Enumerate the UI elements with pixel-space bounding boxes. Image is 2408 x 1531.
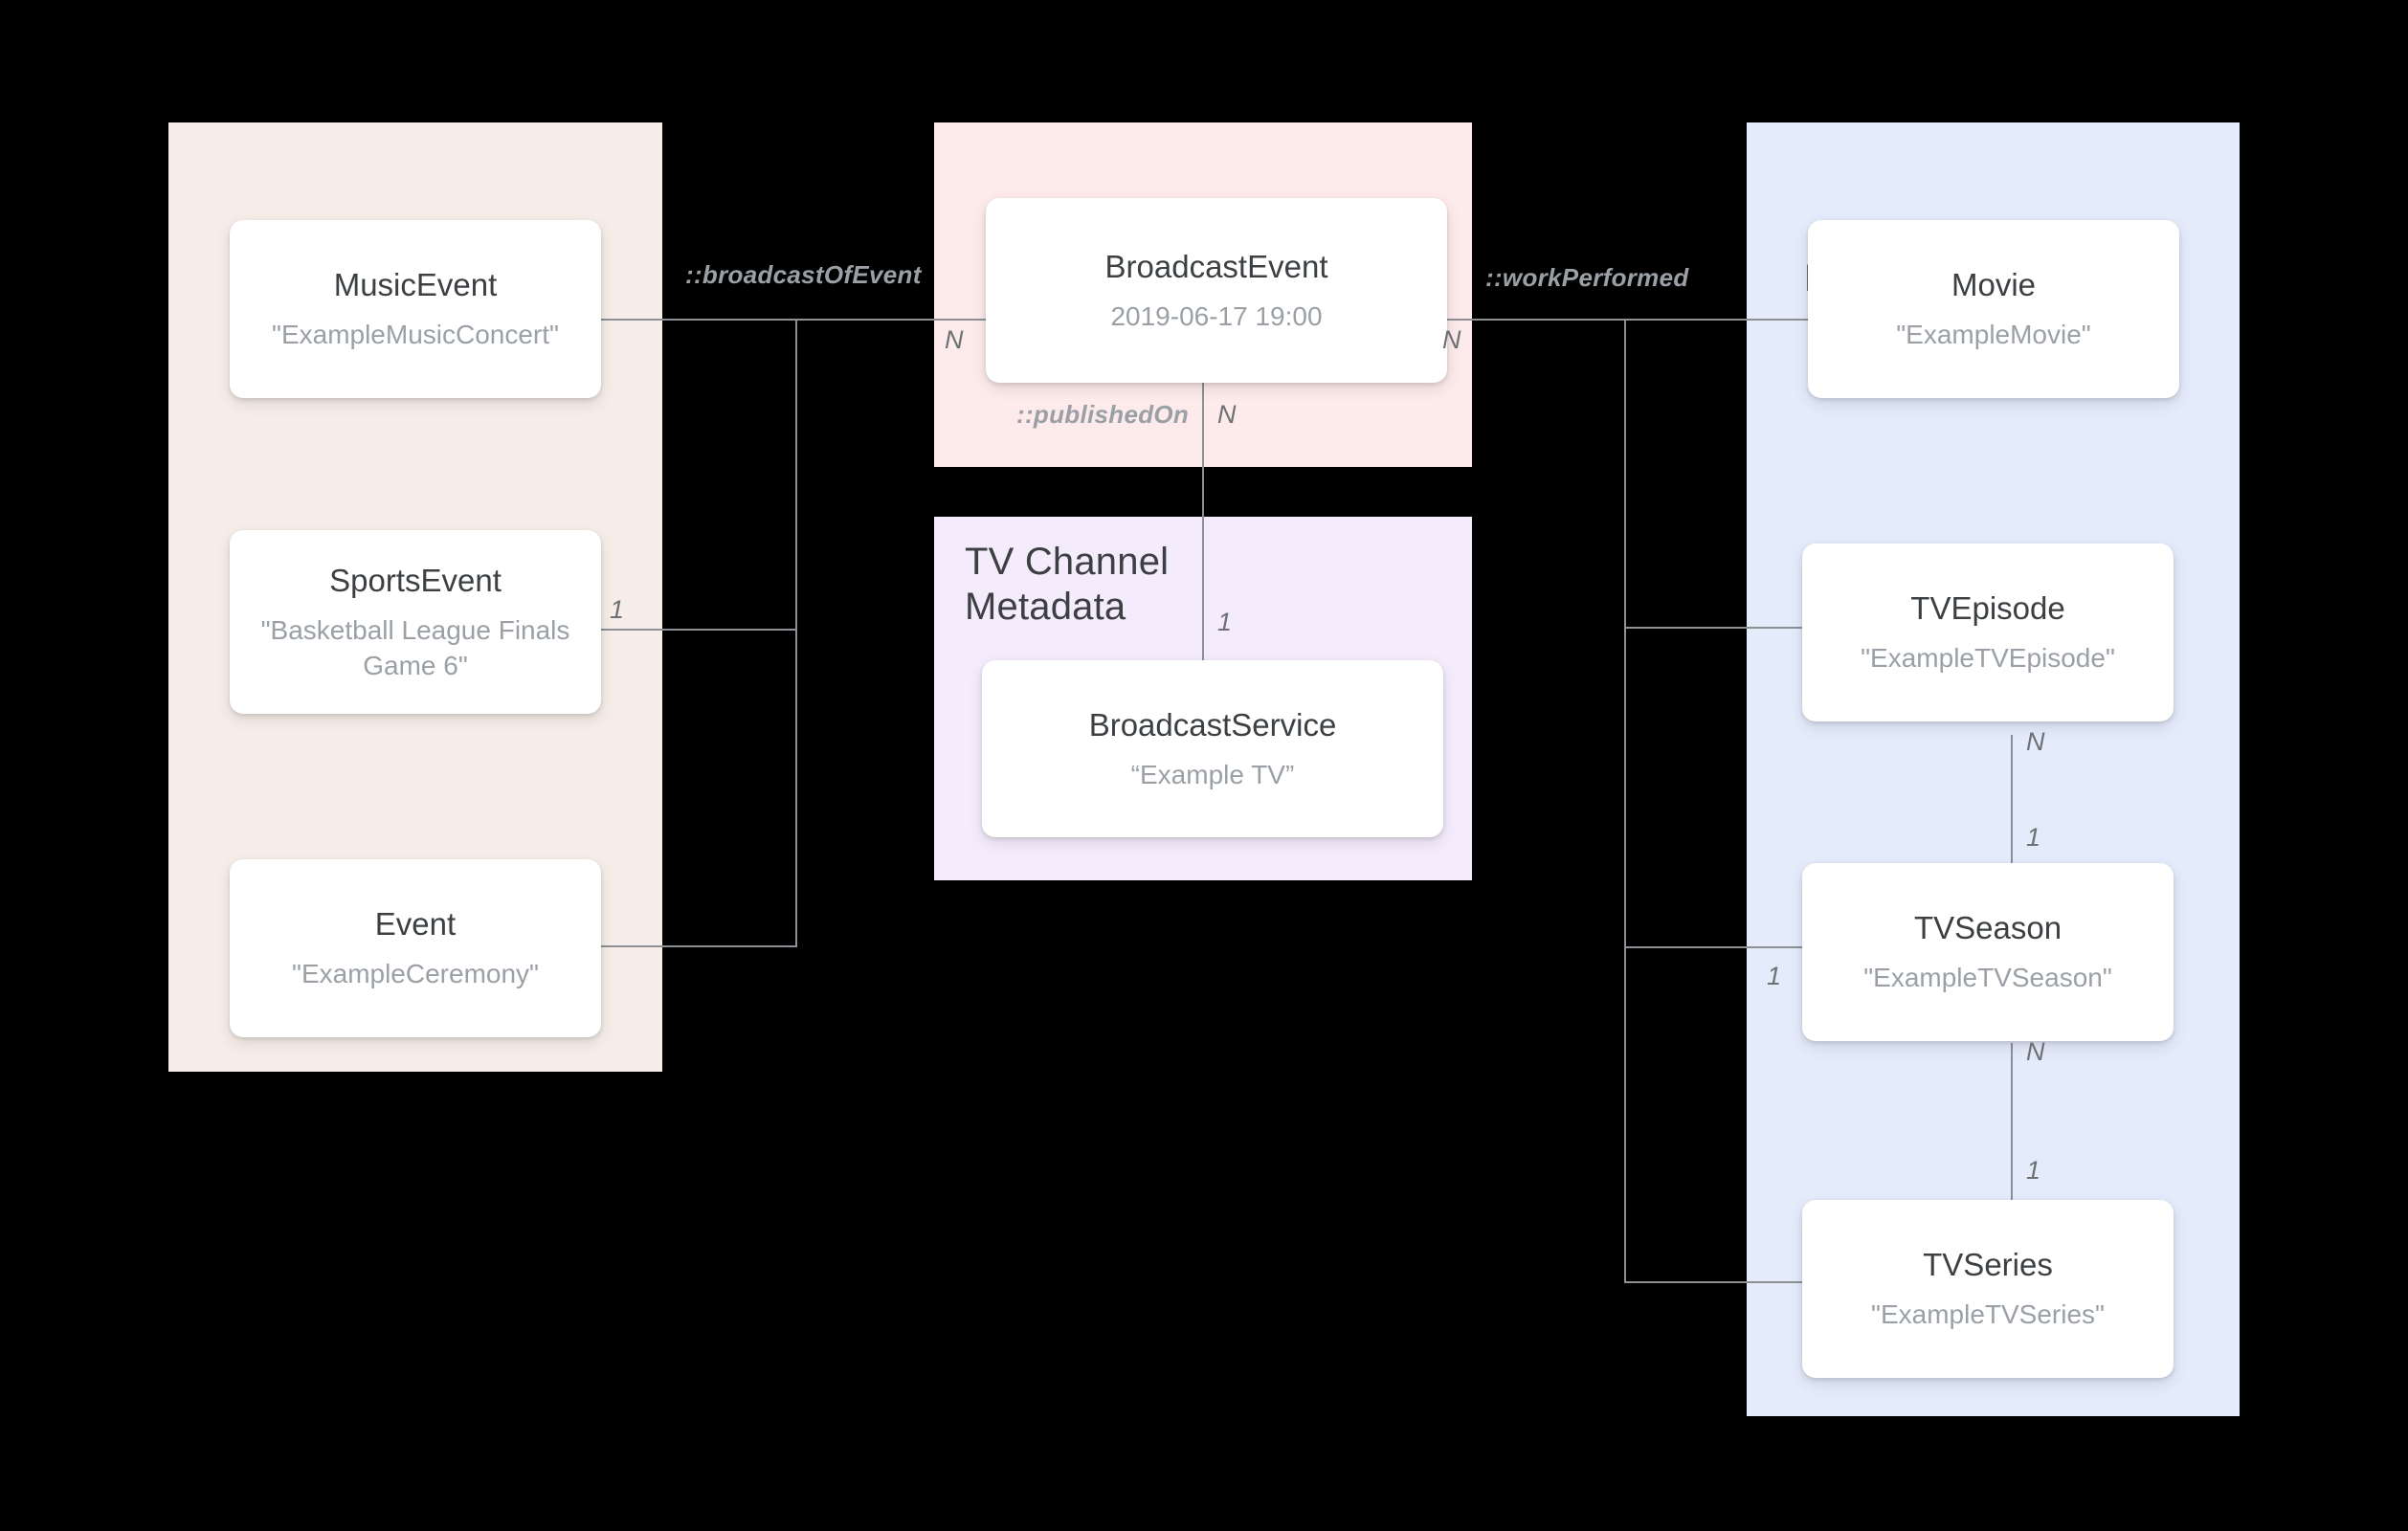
entity-value-movie: "ExampleMovie" [1896,320,2091,350]
entity-name-tvepisode: TVEpisode [1910,590,2065,627]
cardinality-tvepisode-n: N [2026,727,2045,756]
entity-name-broadcastevent: BroadcastEvent [1104,248,1328,284]
entity-value-sportsevent: "Basketball League Finals Game 6" [260,615,570,680]
connector-broadcastevent-to-media-trunk [1446,319,1626,321]
connector-trunk-to-tvseason [1624,946,1802,948]
connector-broadcastevent-to-broadcastservice [1202,383,1204,660]
entity-card-broadcastservice[interactable]: BroadcastService “Example TV” [982,660,1443,837]
connector-trunk-to-tvseries [1624,1281,1802,1283]
connector-musicevent-to-trunk [600,319,796,321]
entity-card-musicevent[interactable]: MusicEvent "ExampleMusicConcert" [230,220,601,398]
entity-name-event: Event [374,906,457,943]
relation-label-workperformed: ::workPerformed [1485,263,1689,292]
cardinality-sportsevent-one: 1 [610,595,625,624]
cardinality-tvseason-one-top: 1 [2026,823,2041,852]
entity-card-movie[interactable]: Movie "ExampleMovie" [1808,220,2179,398]
entity-value-tvseries: "ExampleTVSeries" [1871,1299,2105,1330]
entity-value-broadcastevent: 2019-06-17 19:00 [1110,300,1323,331]
entity-value-tvepisode: "ExampleTVEpisode" [1861,643,2115,674]
entity-value-event: "ExampleCeremony" [292,959,539,989]
cardinality-broadcastservice-one: 1 [1217,608,1233,636]
entity-card-tvseason[interactable]: TVSeason "ExampleTVSeason" [1802,863,2174,1041]
cardinality-tvseason-n: N [2026,1037,2045,1066]
entity-value-musicevent: "ExampleMusicConcert" [272,320,559,350]
entity-card-broadcastevent[interactable]: BroadcastEvent 2019-06-17 19:00 [986,198,1447,383]
connector-sportsevent-to-trunk [600,629,796,631]
connector-media-trunk [1624,319,1626,1282]
entity-card-event[interactable]: Event "ExampleCeremony" [230,859,601,1037]
entity-name-musicevent: MusicEvent [333,267,498,303]
entity-name-tvseason: TVSeason [1913,910,2062,946]
entity-card-tvseries[interactable]: TVSeries "ExampleTVSeries" [1802,1200,2174,1378]
entity-card-sportsevent[interactable]: SportsEvent "Basketball League Finals Ga… [230,530,601,714]
entity-name-tvseries: TVSeries [1923,1247,2053,1283]
entity-name-movie: Movie [1951,267,2037,303]
entity-value-tvseason: "ExampleTVSeason" [1863,963,2112,993]
entity-card-tvepisode[interactable]: TVEpisode "ExampleTVEpisode" [1802,544,2174,721]
connector-event-to-trunk [600,945,796,947]
relation-label-broadcastofevent: ::broadcastOfEvent [685,260,922,289]
cardinality-publishedon-n: N [1217,400,1237,429]
connector-trunk-to-broadcastevent [795,319,987,321]
relation-label-publishedon: ::publishedOn [1016,400,1190,429]
connector-trunk-to-tvepisode [1624,627,1802,629]
entity-name-broadcastservice: BroadcastService [1088,706,1337,743]
connector-trunk-to-movie [1624,319,1808,321]
cardinality-tvseason-left-one: 1 [1767,962,1782,990]
cardinality-tvseries-one: 1 [2026,1156,2041,1185]
group-tv-channel-metadata-title: TV Channel Metadata [965,541,1170,629]
entity-value-broadcastservice: “Example TV” [1130,759,1295,789]
entity-name-sportsevent: SportsEvent [329,562,502,598]
connector-tvepisode-to-tvseason [2011,735,2013,898]
cardinality-broadcastevent-left-n: N [945,325,964,354]
connector-tvseason-to-tvseries [2011,1043,2013,1206]
cardinality-broadcastevent-right-n: N [1442,325,1461,354]
connector-event-trunk [795,319,797,947]
